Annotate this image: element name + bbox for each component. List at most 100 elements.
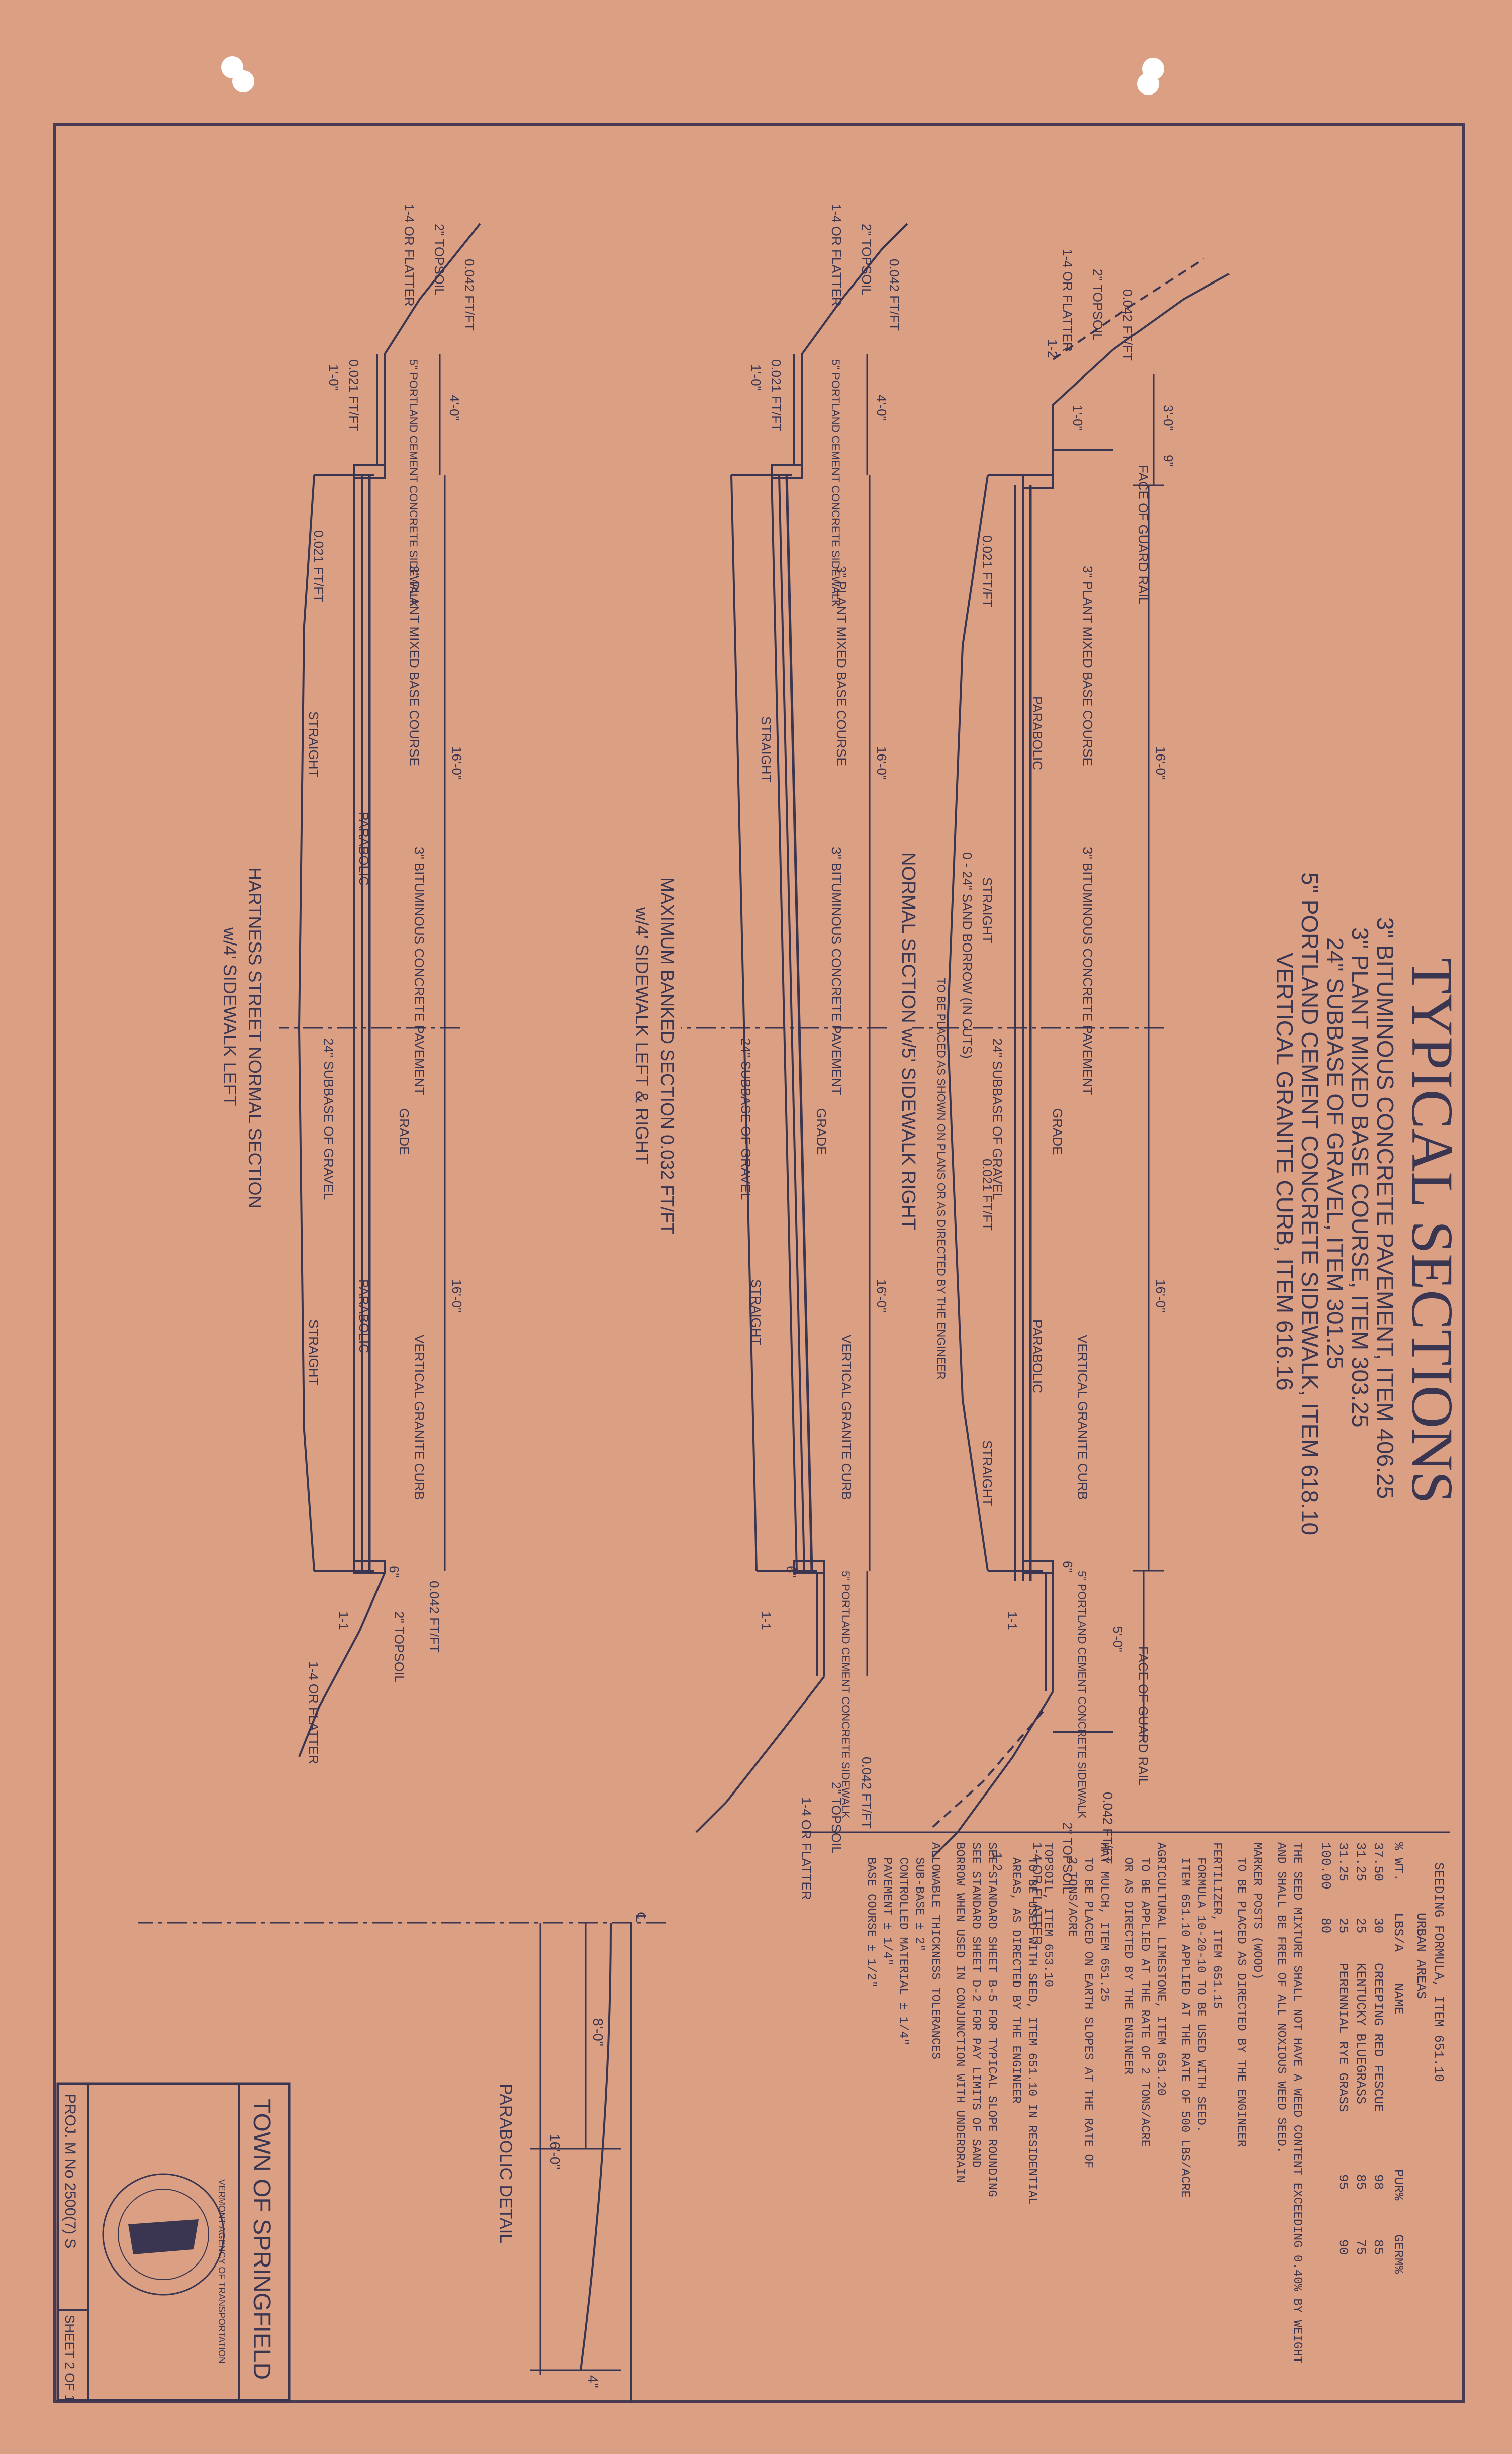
seeding-cell: 85: [1371, 2239, 1386, 2255]
seeding-cell: 31.25: [1336, 1842, 1351, 1881]
title-line: 5" PORTLAND CEMENT CONCRETE SIDEWALK, IT…: [1297, 872, 1323, 1535]
label-straight-2: STRAIGHT: [306, 1319, 321, 1386]
label-lane-right: 16'-0": [874, 1279, 889, 1312]
label-sidewalk: 5" PORTLAND CEMENT CONCRETE SIDEWALK: [1076, 1571, 1088, 1819]
seeding-note: AGRICULTURAL LIMESTONE, ITEM 651.20: [1154, 1842, 1167, 2096]
seeding-note: TO BE PLACED ON EARTH SLOPES AT THE RATE…: [1081, 1857, 1095, 2168]
label-pavement-slope-left: 0.021 FT/FT: [980, 535, 995, 607]
label-topsoil-left: 2" TOPSOIL: [432, 224, 447, 296]
title-line: 24" SUBBASE OF GRAVEL, ITEM 301.25: [1322, 937, 1348, 1369]
slope-right-dashed: [931, 1711, 1044, 1828]
label-slope-right: 1-4 OR FLATTER: [306, 1661, 321, 1764]
label-sand-borrow: 0 - 24" SAND BORROW (IN CUTS): [960, 852, 975, 1059]
slope-left: [384, 223, 481, 465]
label-face-of-guard-rail-right: FACE OF GUARD RAIL: [1136, 1646, 1151, 1785]
label-dim-4ft: 4'-0": [874, 395, 889, 421]
seeding-note: BASE COURSE ± 1/2": [864, 1857, 878, 1988]
seeding-title: SEEDING FORMULA, ITEM 651.10: [1431, 1862, 1446, 2082]
label-subbase: 24" SUBBASE OF GRAVEL: [738, 1038, 753, 1200]
label-curb: VERTICAL GRANITE CURB: [1075, 1335, 1090, 1500]
seeding-note: AND SHALL BE FREE OF ALL NOXIOUS WEED SE…: [1274, 1842, 1288, 2153]
label-parabolic-left: PARABOLIC: [1030, 696, 1045, 770]
label-straight: STRAIGHT: [759, 716, 774, 783]
section-banked: 1-4 OR FLATTER 2" TOPSOIL 0.042 FT/FT 5"…: [632, 204, 908, 1900]
seeding-cell: 95: [1336, 2174, 1351, 2190]
sheet-number: SHEET 2 OF 11: [62, 2315, 77, 2403]
label-parabolic-right: PARABOLIC: [1030, 1319, 1045, 1393]
seeding-cell: 85: [1353, 2174, 1368, 2190]
parabolic-detail: 16'-0" 8'-0" 4" ℄ PARABOLIC DETAIL: [138, 1912, 666, 2403]
label-base-course: 3" PLANT MIXED BASE COURSE: [407, 565, 422, 766]
rotated-drawing: TYPICAL SECTIONS 3" BITUMINOUS CONCRETE …: [53, 123, 1465, 2403]
label-ratio-1-1: 1-1: [336, 1611, 351, 1630]
label-dim-6in: 6": [1060, 1561, 1075, 1573]
label-straight-right: STRAIGHT: [980, 1440, 995, 1506]
label-grade: GRADE: [814, 1108, 829, 1155]
seeding-note: TO BE USED WITH SEED, ITEM 651.10 IN RES…: [1025, 1857, 1038, 2205]
detail-caption: PARABOLIC DETAIL: [496, 2084, 515, 2243]
seeding-note: SEE STANDARD SHEET B-5 FOR TYPICAL SLOPE…: [985, 1842, 998, 2197]
punch-hole: [232, 70, 254, 92]
label-topsoil-right: 2" TOPSOIL: [829, 1782, 844, 1854]
label-slope-right: 1-4 OR FLATTER: [799, 1797, 814, 1900]
curb-right: [1022, 1560, 1054, 1574]
seeding-note: FORMULA 10-20-10 TO BE USED WITH SEED.: [1194, 1857, 1207, 2132]
subbase-bottom: [298, 475, 315, 1571]
label-lane-right: 16'-0": [449, 1279, 464, 1312]
seeding-note: ITEM 651.10 APPLIED AT THE RATE OF 500 L…: [1178, 1857, 1191, 2198]
label-ratio-1-1: 1-1: [759, 1611, 774, 1630]
section-hartness: 1-4 OR FLATTER 2" TOPSOIL 0.042 FT/FT 5"…: [220, 204, 481, 1764]
label-sidewalk: 5" PORTLAND CEMENT CONCRETE SIDEWALK: [407, 359, 420, 607]
label-parabolic-left: PARABOLIC: [356, 812, 371, 886]
label-sidewalk-left: 5" PORTLAND CEMENT CONCRETE SIDEWALK: [829, 359, 842, 607]
seeding-cell: CREEPING RED FESCUE: [1371, 1963, 1386, 2112]
label-subbase: 24" SUBBASE OF GRAVEL: [990, 1038, 1005, 1200]
label-cross-slope-left: 0.042 FT/FT: [1120, 289, 1136, 361]
label-pavement-slope-right: 0.021 FT/FT: [980, 1159, 995, 1231]
seeding-cell: 90: [1336, 2239, 1351, 2255]
section-caption: HARTNESS STREET NORMAL SECTION: [245, 867, 265, 1208]
base-course-line: [778, 475, 805, 1571]
seeding-note: 2 TONS/ACRE: [1065, 1857, 1079, 1937]
label-topsoil-left: 2" TOPSOIL: [1090, 269, 1105, 341]
title-line: 3" PLANT MIXED BASE COURSE, ITEM 303.25: [1347, 927, 1373, 1428]
label-lane-right: 16'-0": [1153, 1279, 1168, 1312]
seal-text: VERMONT AGENCY OF TRANSPORTATION: [217, 2179, 227, 2364]
label-pavement: 3" BITUMINOUS CONCRETE PAVEMENT: [1080, 847, 1095, 1095]
seeding-header: GERM%: [1391, 2234, 1406, 2274]
title-line: 3" BITUMINOUS CONCRETE PAVEMENT, ITEM 40…: [1372, 917, 1398, 1499]
section-caption: MAXIMUM BANKED SECTION 0.032 FT/FT: [657, 877, 678, 1234]
title-block-frame: [56, 2082, 291, 2402]
label-topsoil-right: 2" TOPSOIL: [1060, 1822, 1075, 1894]
curb-right: [793, 1560, 825, 1574]
label-pavement-slope: 0.021 FT/FT: [311, 530, 326, 602]
label-dim-3ft: 3'-0": [1161, 405, 1176, 431]
label-dim-4ft: 4'-0": [447, 395, 462, 421]
seeding-note: TO BE APPLIED AT THE RATE OF 2 TONS/ACRE: [1138, 1857, 1151, 2147]
label-dim-6in: 6": [784, 1566, 799, 1578]
seeding-note: BORROW WHEN USED IN CONJUNCTION WITH UND…: [953, 1842, 966, 2183]
label-straight: STRAIGHT: [306, 711, 321, 778]
vermont-seal: [102, 2173, 225, 2296]
label-dim-1ft: 1'-0": [326, 364, 341, 391]
title-block-top: TYPICAL SECTIONS 3" BITUMINOUS CONCRETE …: [1272, 872, 1465, 1535]
label-curb: VERTICAL GRANITE CURB: [839, 1335, 854, 1500]
seeding-note: HAY MULCH, ITEM 651.25: [1097, 1842, 1111, 2002]
label-ratio-left: 1-2: [1045, 339, 1060, 358]
curb-left: [771, 464, 803, 479]
label-slope-left: 1-4 OR FLATTER: [402, 204, 417, 307]
label-dim-6in: 6": [387, 1566, 402, 1578]
label-straight-left: STRAIGHT: [980, 877, 995, 943]
detail-label-4in: 4": [585, 2375, 601, 2388]
label-cross-slope-right: 0.042 FT/FT: [427, 1581, 442, 1653]
seeding-header: LBS/A: [1391, 1913, 1406, 1952]
detail-label-cl: ℄: [633, 1912, 648, 1922]
label-cross-slope-right: 0.042 FT/FT: [1100, 1792, 1115, 1864]
title-line: VERTICAL GRANITE CURB, ITEM 616.16: [1272, 953, 1298, 1391]
section-normal: FACE OF GUARD RAIL FACE OF GUARD RAIL 1-…: [898, 249, 1230, 1945]
seeding-note: ALLOWABLE THICKNESS TOLERANCES: [928, 1842, 942, 2059]
label-pavement: 3" BITUMINOUS CONCRETE PAVEMENT: [829, 847, 844, 1095]
seeding-header: PUR%: [1391, 2169, 1406, 2201]
seeding-note: OR AS DIRECTED BY THE ENGINEER: [1121, 1857, 1135, 2074]
seeding-cell: 31.25: [1353, 1842, 1368, 1881]
